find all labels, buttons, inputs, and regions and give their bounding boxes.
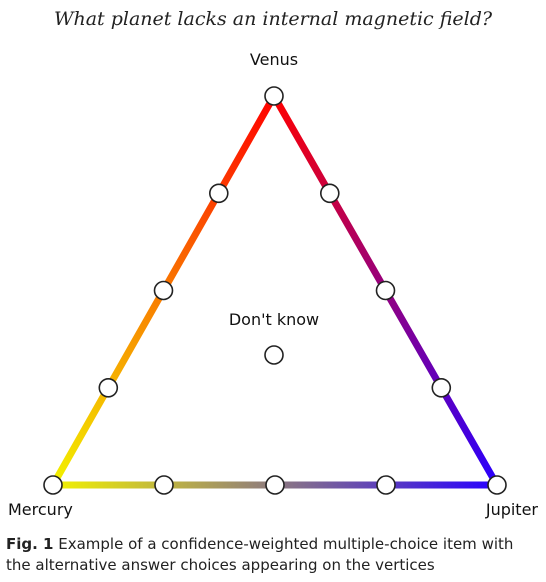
answer-node-right-edge-1[interactable] — [319, 183, 340, 204]
answer-node-right-edge-3[interactable] — [431, 377, 452, 398]
answer-node-bottom-edge-2[interactable] — [265, 475, 285, 495]
answer-node-left-edge-1[interactable] — [209, 183, 229, 204]
answer-node-dont-know[interactable] — [264, 345, 284, 365]
triangle-diagram: Venus Mercury Jupiter Don't know — [8, 50, 539, 519]
figure-caption-text: Example of a confidence-weighted multipl… — [6, 535, 514, 574]
vertex-label-left: Mercury — [8, 500, 73, 519]
answer-node-bottom-edge-3[interactable] — [376, 475, 396, 495]
answer-node-bottom-edge-1[interactable] — [154, 475, 174, 495]
answer-nodes — [43, 86, 507, 495]
question-title: What planet lacks an internal magnetic f… — [53, 8, 493, 30]
answer-node-left-edge-2[interactable] — [153, 280, 174, 301]
answer-node-right[interactable] — [487, 475, 507, 495]
triangle-edges — [49, 92, 501, 489]
answer-node-right-edge-2[interactable] — [375, 280, 396, 301]
answer-node-top[interactable] — [264, 86, 284, 106]
center-label: Don't know — [229, 310, 319, 329]
figure-caption: Fig. 1 Example of a confidence-weighted … — [6, 534, 542, 576]
figure-number: Fig. 1 — [6, 535, 54, 553]
vertex-label-right: Jupiter — [485, 500, 539, 519]
answer-node-left[interactable] — [43, 475, 63, 495]
answer-node-left-edge-3[interactable] — [98, 377, 119, 398]
vertex-label-top: Venus — [250, 50, 298, 69]
